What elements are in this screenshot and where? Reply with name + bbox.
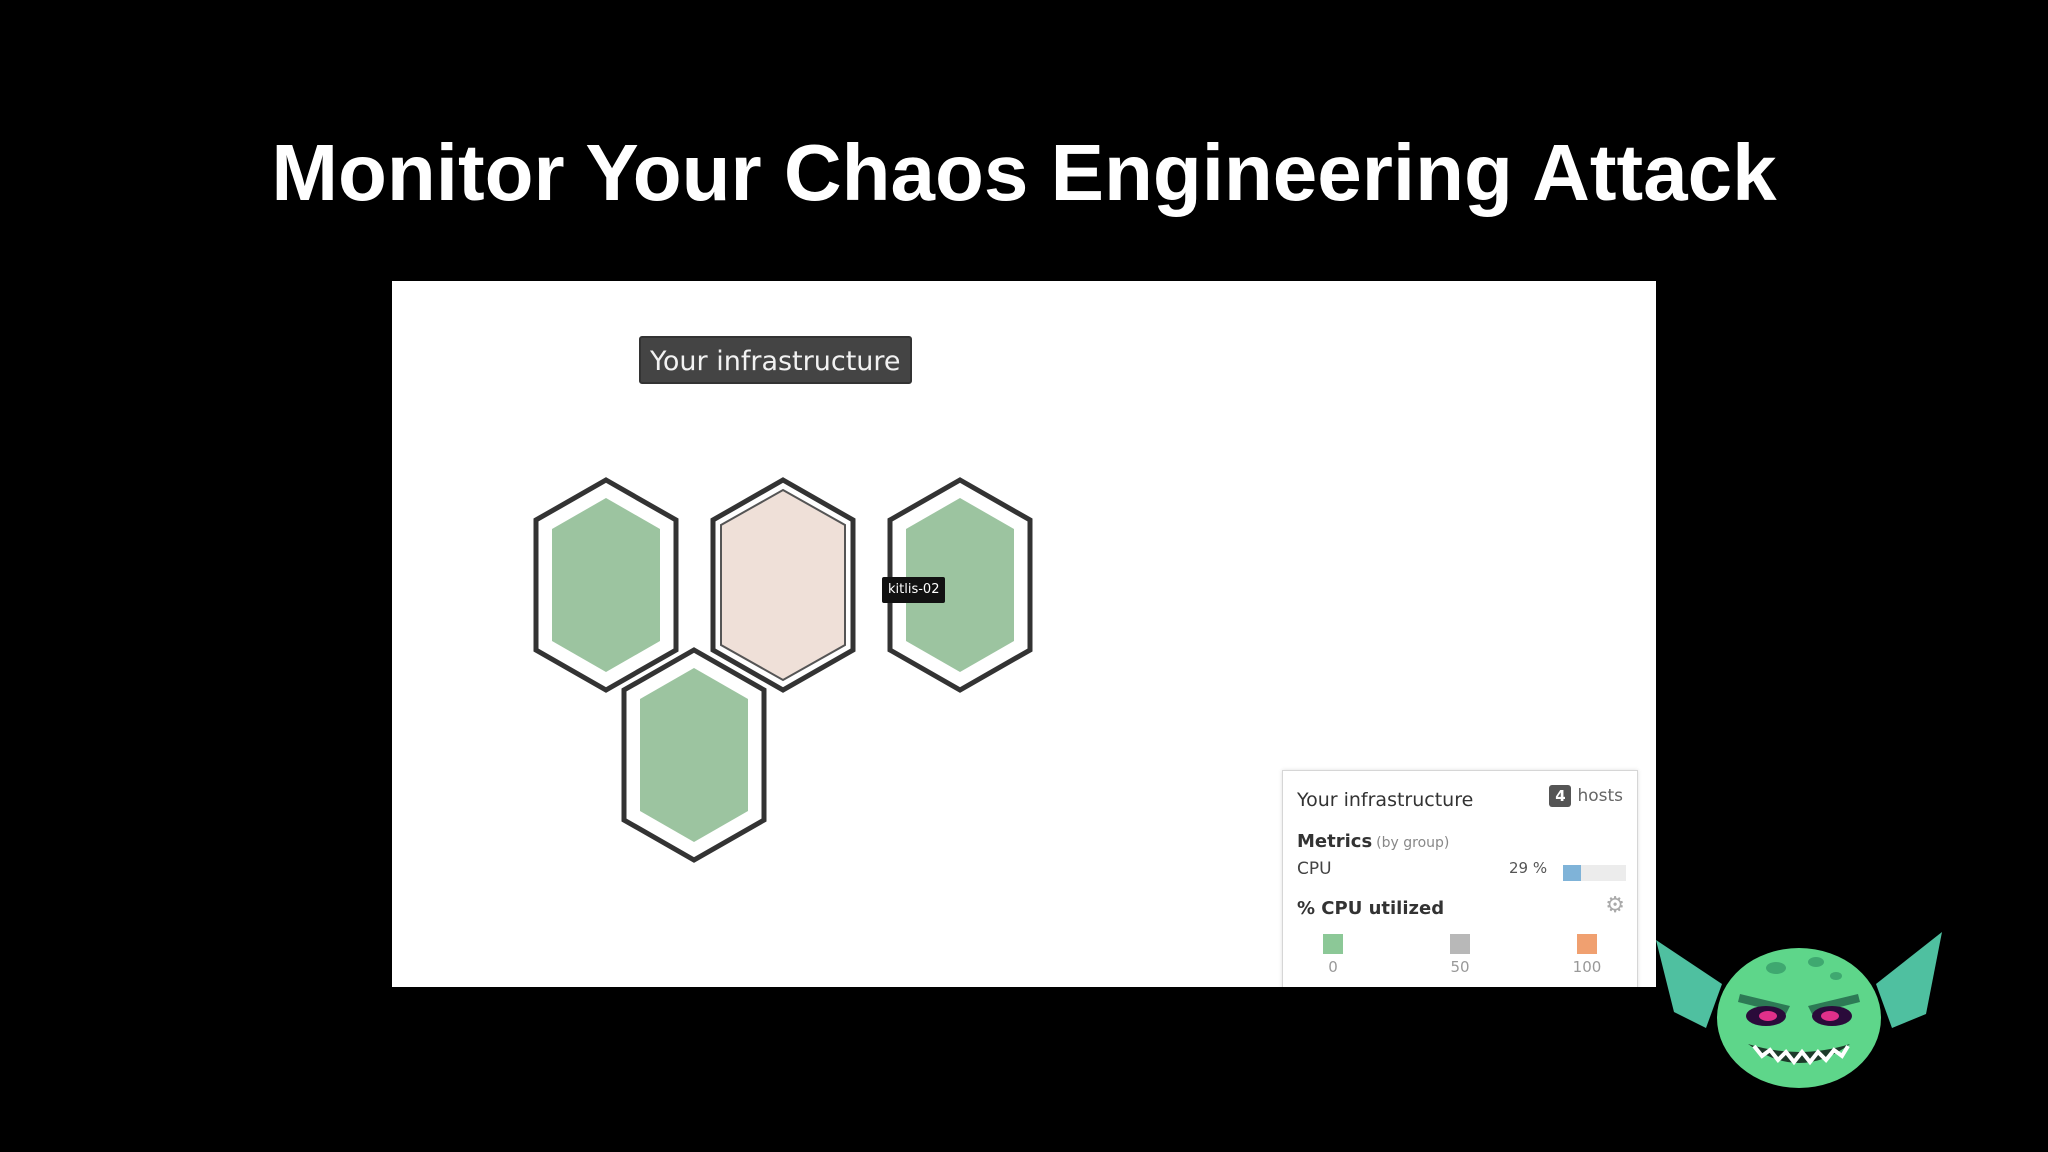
legend-title: Your infrastructure (1297, 789, 1474, 811)
cpu-value: 29 % (1509, 859, 1548, 877)
gear-icon[interactable]: ⚙ (1605, 893, 1625, 918)
metrics-subtitle: (by group) (1376, 835, 1450, 851)
host-hex[interactable] (906, 498, 1014, 672)
host-count: 4 hosts (1549, 785, 1623, 807)
host-hex-hovered[interactable] (720, 488, 846, 682)
metrics-title: Metrics (1297, 831, 1373, 852)
scale-tick-label: 100 (1572, 958, 1602, 976)
color-scale: 0 50 100 (1283, 934, 1639, 984)
scale-tick-label: 0 (1328, 958, 1338, 976)
host-hex[interactable] (552, 498, 660, 672)
host-hex[interactable] (640, 668, 748, 842)
scale-swatch (1450, 934, 1470, 954)
infrastructure-screenshot: Your infrastructure kitlis-02 Your infra… (392, 281, 1656, 987)
scale-swatch (1577, 934, 1597, 954)
host-hex-map (533, 477, 1033, 863)
gremlin-mascot-icon (1656, 932, 1942, 1088)
host-count-badge: 4 (1549, 785, 1572, 807)
scale-swatch (1323, 934, 1343, 954)
slide-title: Monitor Your Chaos Engineering Attack (271, 128, 1777, 217)
cpu-bar-fill (1563, 865, 1582, 881)
scale-tick-label: 50 (1450, 958, 1470, 976)
metrics-label: Metrics(by group) (1297, 831, 1449, 852)
cpu-bar (1563, 865, 1626, 881)
legend-panel: Your infrastructure 4 hosts Metrics(by g… (1282, 770, 1638, 987)
host-tooltip: kitlis-02 (882, 577, 946, 603)
cpu-label: CPU (1297, 859, 1332, 879)
hosts-label: hosts (1577, 786, 1623, 806)
cpu-utilized-label: % CPU utilized (1297, 898, 1445, 919)
infrastructure-header: Your infrastructure (639, 336, 912, 384)
